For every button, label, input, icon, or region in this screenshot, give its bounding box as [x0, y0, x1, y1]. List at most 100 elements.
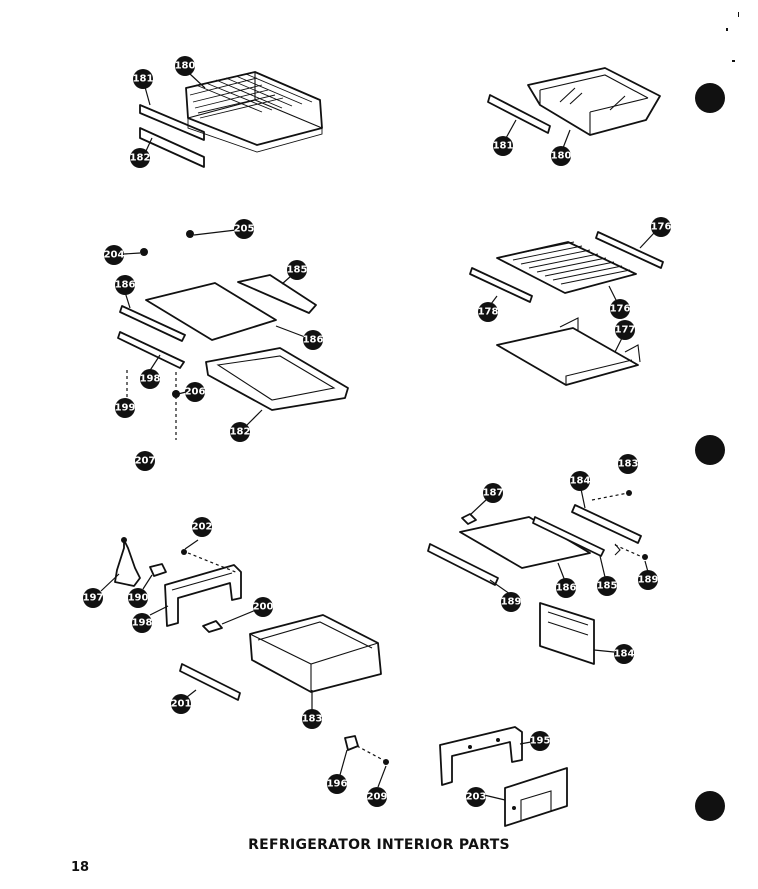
- callout-label: 203: [466, 792, 487, 803]
- callout-label: 200: [253, 602, 274, 613]
- shelf-frame: [205, 347, 349, 411]
- callout-label: 206: [185, 387, 206, 398]
- callout-label: 176: [610, 304, 631, 315]
- leader-lines: [100, 73, 655, 801]
- callout-label: 186: [115, 280, 136, 291]
- callout-206: [185, 382, 205, 402]
- callout-181-a: [133, 69, 153, 89]
- callout-186-c: [556, 578, 576, 598]
- callout-label: 201: [171, 699, 192, 710]
- callout-label: 184: [570, 476, 591, 487]
- shelf-side-trim: [119, 305, 186, 342]
- lower-plate: [504, 767, 568, 827]
- callout-203: [466, 787, 486, 807]
- callout-200: [253, 597, 273, 617]
- shelf-rail-front: [427, 543, 499, 586]
- callout-185-b: [597, 576, 617, 596]
- wire-basket-assembly: [139, 71, 323, 168]
- callout-196: [327, 774, 347, 794]
- light-shade: [114, 539, 141, 587]
- callout-202: [192, 517, 212, 537]
- callout-184-a: [570, 471, 590, 491]
- callout-178: [478, 302, 498, 322]
- rail-lower-left: [139, 127, 205, 168]
- shelf-rear-trim: [237, 274, 317, 314]
- callout-label: 180: [551, 151, 572, 162]
- wire-shelf-rail-left: [469, 267, 533, 303]
- callout-197: [83, 588, 103, 608]
- callout-label: 183: [302, 714, 323, 725]
- callout-label: 202: [192, 522, 213, 533]
- binder-holes: [695, 12, 739, 821]
- scan-speck: [732, 60, 735, 62]
- drawer-clip: [202, 620, 223, 633]
- callout-label: 182: [230, 427, 251, 438]
- callout-label: 181: [493, 141, 514, 152]
- wire-shelf-assembly: [469, 231, 664, 386]
- callout-labels: 181 180 182 181 180 205 204 185 186 186 …: [83, 61, 672, 803]
- callout-189-b: [501, 592, 521, 612]
- callout-label: 197: [83, 593, 104, 604]
- shelf-panel-main: [459, 516, 591, 569]
- drawer-bracket: [164, 564, 242, 627]
- drawer-assembly: [114, 537, 389, 765]
- upper-bracket: [439, 726, 523, 786]
- callout-209: [367, 787, 387, 807]
- callout-label: 184: [614, 649, 635, 660]
- callout-183-b: [302, 709, 322, 729]
- callout-label: 186: [303, 335, 324, 346]
- small-clip: [461, 513, 477, 525]
- callout-189-a: [638, 570, 658, 590]
- callout-190: [128, 588, 148, 608]
- wire-shelf: [496, 241, 637, 294]
- page-title: REFRIGERATOR INTERIOR PARTS: [248, 837, 510, 853]
- rail-right-top: [487, 94, 551, 134]
- callout-185-a: [287, 260, 307, 280]
- callout-label: 176: [651, 222, 672, 233]
- callout-186-b: [303, 330, 323, 350]
- callout-176-a: [651, 217, 671, 237]
- callout-label: 185: [597, 581, 618, 592]
- callout-186-a: [115, 275, 135, 295]
- shelf-set-assembly: [427, 490, 648, 665]
- scan-speck: [738, 12, 739, 17]
- callout-199: [115, 398, 135, 418]
- callout-label: 177: [615, 325, 636, 336]
- callout-182-b: [230, 422, 250, 442]
- meat-keeper-drawer: [249, 614, 382, 693]
- glass-shelf-assembly: [117, 229, 349, 440]
- callout-207-a: [135, 451, 155, 471]
- callout-label: 183: [618, 459, 639, 470]
- drawer-handle-strip: [179, 663, 241, 701]
- callout-label: 204: [104, 250, 125, 261]
- binder-hole-top: [695, 83, 725, 113]
- callout-180-b: [551, 146, 571, 166]
- callout-label: 187: [483, 488, 504, 499]
- glass-shelf: [145, 282, 277, 341]
- callout-label: 190: [128, 593, 149, 604]
- callout-187: [483, 483, 503, 503]
- callout-198-a: [140, 369, 160, 389]
- wire-shelf-rail-right: [595, 231, 664, 269]
- page-number: 18: [71, 860, 90, 875]
- callout-label: 209: [367, 792, 388, 803]
- callout-182-a: [130, 148, 150, 168]
- callout-label: 207: [135, 456, 156, 467]
- callout-label: 178: [478, 307, 499, 318]
- callout-label: 182: [130, 153, 151, 164]
- scan-speck: [726, 28, 728, 31]
- shelf-support: [496, 327, 639, 386]
- callout-184-b: [614, 644, 634, 664]
- callout-label: 185: [287, 265, 308, 276]
- shelf-rail-side: [532, 516, 605, 557]
- callout-label: 186: [556, 583, 577, 594]
- callouts: [83, 56, 671, 807]
- callout-177: [615, 320, 635, 340]
- callout-183-a: [618, 454, 638, 474]
- callout-label: 189: [501, 597, 522, 608]
- small-mount: [149, 563, 167, 577]
- shelf-front-trim: [117, 331, 185, 369]
- callout-label: 181: [133, 74, 154, 85]
- small-hook: [344, 735, 359, 751]
